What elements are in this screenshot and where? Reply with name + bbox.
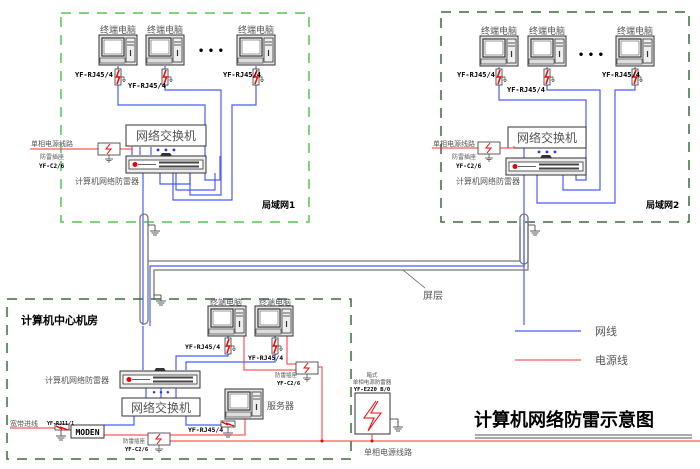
ground-icon	[155, 294, 167, 306]
center-room-border	[6, 298, 352, 460]
power-line-label: 单相电源线路	[364, 447, 412, 457]
network-arrester-icon	[505, 154, 587, 176]
surge-socket-label: 防雷插座	[452, 153, 476, 161]
modem-label: MODEN	[75, 428, 99, 437]
terminal-label: 终端电脑	[529, 25, 565, 37]
rj45-protector-icon	[114, 68, 127, 86]
rj45-protector-icon	[271, 337, 284, 355]
modem-box	[70, 424, 105, 439]
rj45-protector-icon	[224, 337, 237, 355]
lan2-group: 终端电脑 终端电脑 终端电脑 • • • YF-RJ45/4 YF-RJ45/4…	[432, 11, 690, 325]
rj45-model-label: YF-RJ45/4	[128, 82, 166, 90]
power-line-label: 单相电源线路	[31, 139, 73, 148]
network-arrester-icon	[119, 367, 201, 389]
terminal-label: 终端电脑	[259, 297, 291, 307]
box-protector-type: 箱式	[366, 371, 378, 379]
terminal-pc-icon	[527, 35, 567, 67]
network-switch	[507, 126, 587, 149]
surge-socket-icon	[295, 361, 319, 382]
legend-power-label: 电源线	[595, 353, 628, 367]
ground-icon	[529, 224, 541, 236]
rj45-protector-icon	[543, 68, 556, 86]
surge-socket-icon	[477, 141, 501, 162]
box-protector-name: 单相电源防雷器	[353, 378, 392, 386]
terminal-pc-icon	[254, 305, 294, 337]
rj45-model-label: YF-RJ45/4	[248, 354, 283, 362]
lan1-border	[60, 12, 310, 223]
lan1-group: 终端电脑 终端电脑 终端电脑 • • • YF-RJ45/4 YF-RJ45/4…	[30, 12, 310, 325]
shield-label: 屏层	[423, 290, 443, 302]
broadband-label: 宽带进线	[10, 419, 38, 428]
switch-label: 网络交换机	[131, 400, 191, 415]
box-power-protector: 箱式 单相电源防雷器 YF-E220 B/0 单相电源线路	[353, 371, 412, 457]
rj45-model-label: YF-RJ45/4	[75, 71, 113, 79]
switch-label: 网络交换机	[517, 130, 577, 145]
ground-icon	[149, 224, 161, 236]
rj45-model-label: YF-RJ45/4	[188, 426, 223, 434]
rj45-model-label: YF-RJ45/4	[185, 343, 220, 351]
shield-conduit: 屏层	[139, 213, 541, 326]
network-switch	[121, 397, 201, 417]
socket-model-label: YF-C2/6	[277, 381, 301, 387]
terminal-label: 终端电脑	[481, 25, 517, 37]
terminal-pc-icon	[479, 35, 519, 67]
ellipsis: • • •	[198, 46, 224, 57]
modem-protector-icon	[54, 423, 70, 441]
modem-protector-model: YF-RJ11/1	[47, 421, 74, 427]
lan2-border	[440, 11, 690, 223]
port-ellipsis: • • •	[537, 148, 558, 157]
terminal-label: 终端电脑	[100, 24, 136, 36]
arrester-label: 计算机网络防雷器	[75, 176, 139, 186]
arrester-label: 计算机网络防雷器	[456, 176, 520, 186]
legend: 网线 电源线	[515, 324, 628, 367]
rj45-protector-icon	[495, 68, 508, 86]
surge-socket-label: 防雷插座	[275, 371, 298, 379]
surge-socket-icon	[97, 142, 121, 163]
switch-label: 网络交换机	[136, 128, 196, 143]
legend-network-label: 网线	[595, 324, 617, 338]
terminal-label: 终端电脑	[147, 24, 183, 36]
network-switch	[125, 124, 207, 147]
network-arrester-icon	[125, 152, 207, 174]
terminal-label: 终端电脑	[617, 25, 653, 37]
rj45-model-label: YF-RJ45/4	[507, 86, 545, 94]
terminal-pc-icon	[98, 34, 138, 66]
surge-socket-label: 防雷插座	[40, 153, 64, 161]
surge-socket-icon	[147, 432, 171, 453]
surge-socket-label: 防雷插座	[123, 437, 146, 445]
terminal-pc-icon	[236, 34, 276, 66]
server-label: 服务器	[267, 400, 294, 412]
server-icon	[224, 388, 264, 420]
server-rj45-protector-icon	[220, 420, 236, 438]
port-ellipsis: • • •	[156, 146, 177, 155]
terminal-pc-icon	[145, 34, 185, 66]
terminal-pc-icon	[615, 35, 655, 67]
rj45-model-label: YF-RJ45/4	[602, 71, 640, 79]
socket-model-label: YF-C2/6	[39, 163, 65, 170]
terminal-label: 终端电脑	[210, 297, 242, 307]
center-room-group: 计算机中心机房 终端电脑 终端电脑 YF-RJ45/	[6, 297, 700, 460]
box-protector-model: YF-E220 B/0	[354, 387, 390, 393]
lan1-label: 局域网1	[262, 199, 295, 211]
center-room-label: 计算机中心机房	[21, 313, 98, 327]
rj45-model-label: YF-RJ45/4	[457, 71, 495, 79]
ground-icon	[392, 420, 404, 432]
port-ellipsis: • • •	[152, 389, 170, 397]
arrester-label: 计算机网络防雷器	[45, 375, 109, 385]
power-line-label: 单相电源线路	[433, 139, 475, 148]
socket-model-label: YF-C2/6	[456, 163, 482, 170]
diagram-title: 计算机网络防雷示意图	[474, 409, 654, 431]
terminal-pc-icon	[207, 305, 247, 337]
socket-model-label: YF-C2/6	[125, 447, 149, 453]
ellipsis: • • •	[578, 50, 604, 61]
terminal-label: 终端电脑	[238, 24, 274, 36]
rj45-model-label: YF-RJ45/4	[223, 71, 261, 79]
lan2-label: 局域网2	[646, 199, 679, 211]
